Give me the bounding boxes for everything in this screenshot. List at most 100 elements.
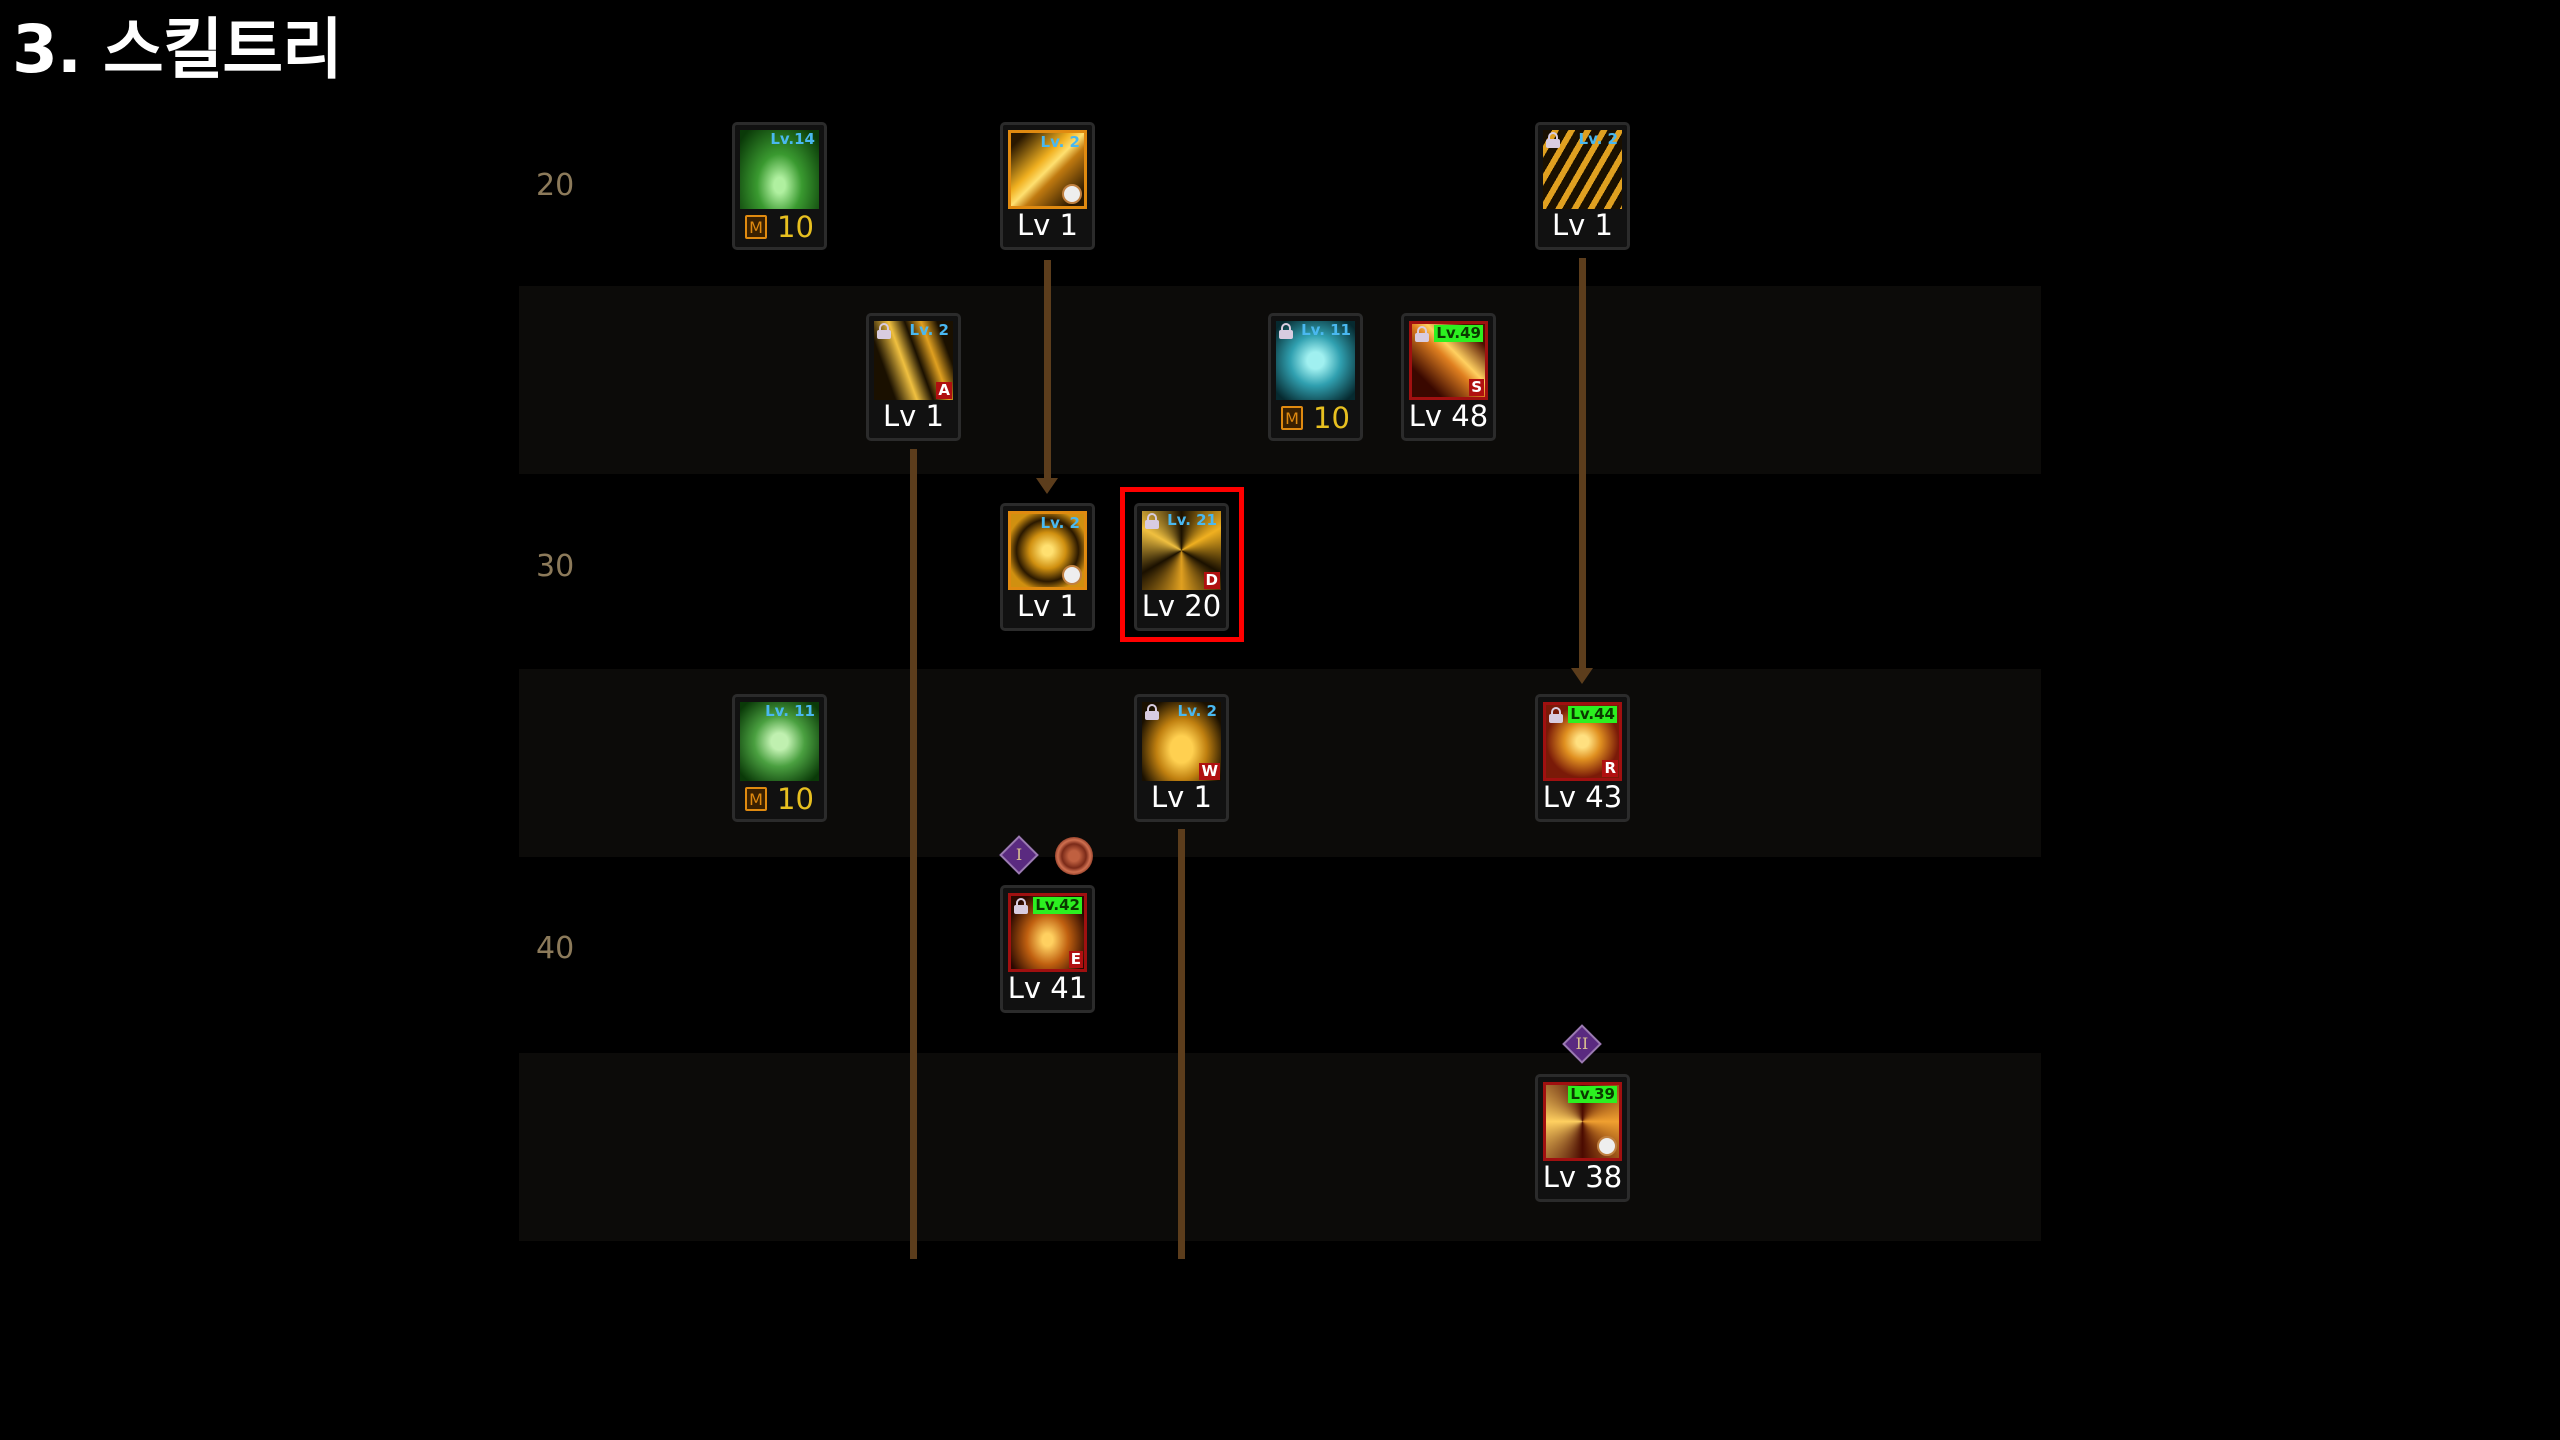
skill-level: Lv 1 — [1137, 779, 1226, 815]
skill-node-fire-vortex[interactable]: Lv.39 Lv 38 — [1535, 1074, 1630, 1202]
green-beast-skill-icon: Lv. 11 — [740, 702, 819, 781]
mastery-value: 10 — [777, 782, 814, 816]
mastery-icon: M — [1281, 406, 1304, 430]
required-level-badge: Lv.44 — [1568, 705, 1617, 723]
mastery-value: 10 — [1313, 401, 1350, 435]
level-marker-20: 20 — [536, 168, 575, 203]
cyan-wolf-skill-icon: Lv. 11 — [1276, 321, 1355, 400]
required-level-badge: Lv.39 — [1568, 1085, 1617, 1103]
skill-level-text: Lv 48 — [1408, 399, 1489, 433]
hotkey-badge: W — [1199, 762, 1220, 780]
clock-icon — [1062, 184, 1082, 204]
skill-level-text: Lv 43 — [1542, 780, 1623, 814]
skill-node-gold-burst[interactable]: Lv. 2 Lv 1 — [1000, 503, 1095, 631]
highlight-box — [1120, 487, 1244, 642]
hotkey-badge: D — [1203, 571, 1220, 589]
skill-level-text: Lv 1 — [1017, 589, 1078, 623]
page-title: 3. 스킬트리 — [12, 11, 343, 88]
hotkey-badge: S — [1469, 378, 1484, 396]
mastery-icon: M — [745, 787, 768, 811]
skill-level: Lv 1 — [1538, 207, 1627, 243]
skill-node-gold-slash[interactable]: Lv. 2 Lv 1 — [1000, 122, 1095, 250]
gold-slash-skill-icon: Lv. 2 — [1008, 130, 1087, 209]
skill-level: M 10 — [735, 779, 824, 816]
required-level-badge: Lv. 2 — [1578, 130, 1618, 148]
lock-icon — [1014, 898, 1028, 914]
gold-claws-skill-icon: Lv. 2 — [1543, 130, 1622, 209]
skill-level: Lv 48 — [1404, 398, 1493, 434]
connector-arrow — [1036, 478, 1058, 494]
skill-level-text: Lv 38 — [1542, 1160, 1623, 1194]
gold-swirl-skill-icon: Lv. 21 D — [1142, 511, 1221, 590]
skill-level: M 10 — [735, 207, 824, 244]
hotkey-badge: A — [936, 381, 952, 399]
level-marker-40: 40 — [536, 931, 575, 966]
lock-icon — [877, 323, 891, 339]
clock-icon — [1597, 1136, 1617, 1156]
hotkey-badge: E — [1068, 950, 1083, 968]
lock-icon — [1279, 323, 1293, 339]
required-level-badge: Lv. 11 — [1301, 321, 1351, 339]
skill-level-text: Lv 20 — [1141, 589, 1222, 623]
skill-level: Lv 20 — [1137, 588, 1226, 624]
required-level-badge: Lv.14 — [770, 130, 815, 148]
skill-level-text: Lv 41 — [1007, 971, 1088, 1005]
mastery-icon: M — [745, 215, 768, 239]
skill-level: Lv 1 — [1003, 588, 1092, 624]
skill-node-gold-claws[interactable]: Lv. 2 Lv 1 — [1535, 122, 1630, 250]
skill-level: Lv 1 — [1003, 207, 1092, 243]
rune-swirl-icon — [1055, 837, 1093, 875]
required-level-badge: Lv.49 — [1434, 324, 1483, 342]
skill-level: Lv 43 — [1538, 779, 1627, 815]
connector-line — [910, 449, 917, 1259]
connector-line — [1178, 829, 1185, 1259]
skill-level: Lv 1 — [869, 398, 958, 434]
hotkey-badge: R — [1602, 759, 1618, 777]
skill-level: Lv 38 — [1538, 1159, 1627, 1195]
gold-leap-skill-icon: Lv. 2 W — [1142, 702, 1221, 781]
gold-strike-skill-icon: Lv. 2 A — [874, 321, 953, 400]
skill-level-text: Lv 1 — [883, 399, 944, 433]
lock-icon — [1546, 132, 1560, 148]
connector-line — [1044, 260, 1051, 480]
lock-icon — [1145, 513, 1159, 529]
required-level-badge: Lv. 2 — [1040, 514, 1080, 532]
required-level-badge: Lv. 2 — [1177, 702, 1217, 720]
tier-numeral: I — [1015, 845, 1023, 864]
required-level-badge: Lv. 21 — [1167, 511, 1217, 529]
connector-arrow — [1571, 668, 1593, 684]
skill-level-text: Lv 1 — [1017, 208, 1078, 242]
skill-level: Lv 41 — [1003, 970, 1092, 1006]
clock-icon — [1062, 565, 1082, 585]
lock-icon — [1415, 326, 1429, 342]
level-marker-30: 30 — [536, 549, 575, 584]
required-level-badge: Lv.42 — [1033, 896, 1082, 914]
skill-node-green-beast[interactable]: Lv. 11 M 10 — [732, 694, 827, 822]
gold-burst-skill-icon: Lv. 2 — [1008, 511, 1087, 590]
fire-vortex-skill-icon: Lv.39 — [1543, 1082, 1622, 1161]
required-level-badge: Lv. 2 — [909, 321, 949, 339]
row-band — [519, 1053, 2041, 1241]
tier-numeral: II — [1575, 1034, 1589, 1053]
mastery-value: 10 — [777, 210, 814, 244]
lock-icon — [1145, 704, 1159, 720]
green-figure-skill-icon: Lv.14 — [740, 130, 819, 209]
lock-icon — [1549, 707, 1563, 723]
required-level-badge: Lv. 2 — [1040, 133, 1080, 151]
skill-level: M 10 — [1271, 398, 1360, 435]
required-level-badge: Lv. 11 — [765, 702, 815, 720]
skill-node-cyan-wolf[interactable]: Lv. 11 M 10 — [1268, 313, 1363, 441]
connector-line — [1579, 258, 1586, 670]
skill-level-text: Lv 1 — [1151, 780, 1212, 814]
skill-level-text: Lv 1 — [1552, 208, 1613, 242]
